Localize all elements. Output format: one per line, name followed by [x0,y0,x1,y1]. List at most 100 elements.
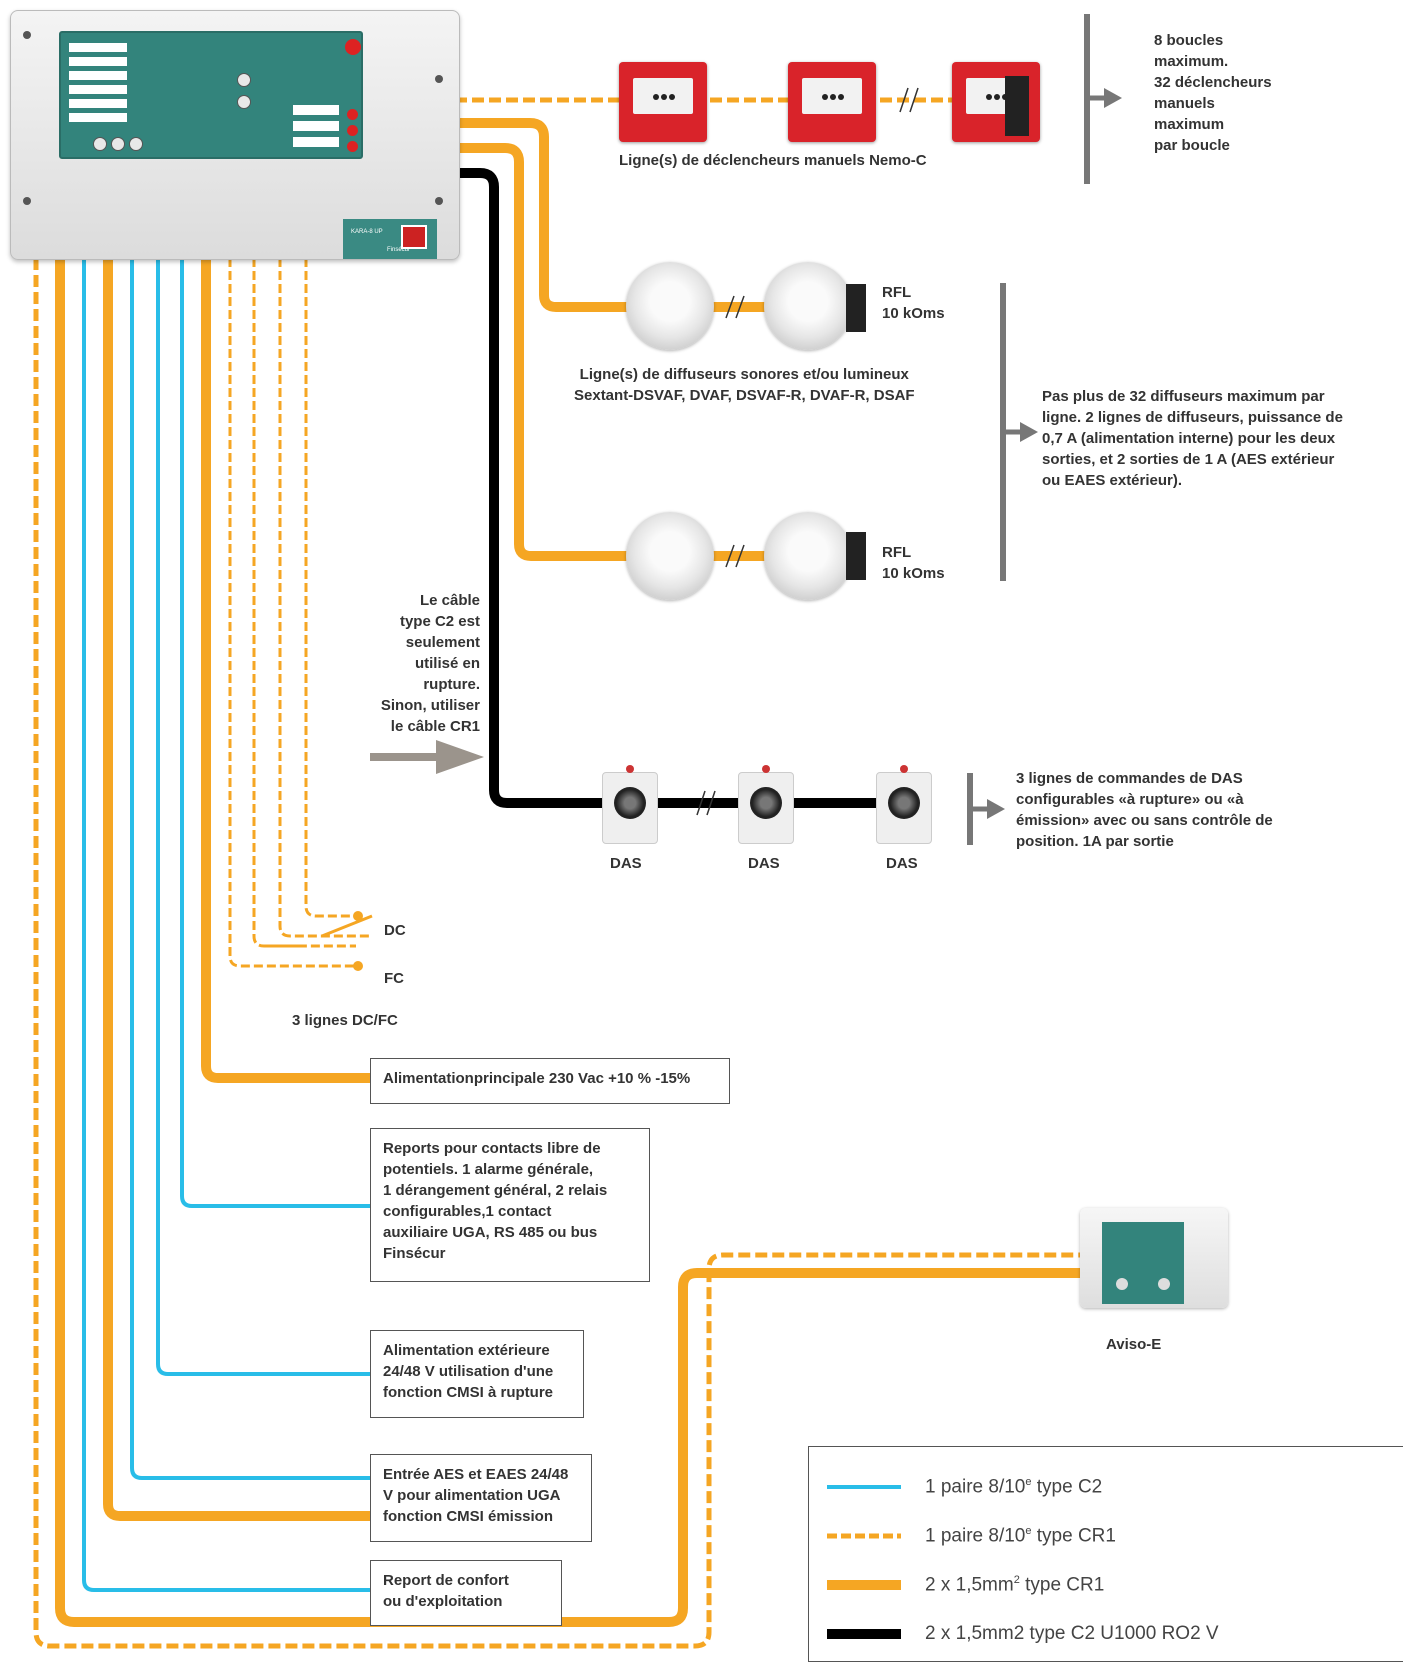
legend-text: 1 paire 8/10e type CR1 [925,1524,1116,1547]
relays-line: configurables,1 contact [383,1203,552,1220]
panel-alarm-led [345,39,361,55]
legend: 1 paire 8/10e type C2 1 paire 8/10e type… [808,1446,1403,1662]
sounder-line-label: Ligne(s) de diffuseurs sonores et/ou lum… [574,364,915,406]
legend-swatch-orange-solid [827,1580,901,1590]
aviso-face [1102,1222,1184,1304]
sounder-line-label-text: Ligne(s) de diffuseurs sonores et/ou lum… [579,366,909,383]
aviso-label: Aviso-E [1106,1336,1162,1353]
rfl-label-2: RFL 10 kOms [882,542,945,584]
screw-icon [435,75,443,83]
manual-call-point [788,62,876,142]
relays-line: potentiels. 1 alarme générale, [383,1161,594,1178]
das-knob-icon [888,787,920,819]
wire-comfort [82,258,370,1592]
rfl-label-1: RFL 10 kOms [882,282,945,324]
sounder-note-line: sorties, et 2 sorties de 1 A (AES extéri… [1042,451,1335,468]
panel-display [293,105,339,115]
wire-aes-orange [103,258,370,1521]
ext-power-line: 24/48 V utilisation d'une [383,1363,554,1380]
aes-box: Entrée AES et EAES 24/48 V pour alimenta… [370,1454,592,1542]
arrowhead-c2-note [436,740,484,774]
wire-aes-blue [130,258,370,1480]
loops-note-line: maximum. [1154,53,1229,70]
panel-display [293,121,339,131]
screw-icon [23,197,31,205]
rfl-value-text: 10 kOms [882,565,945,582]
wire-dcfc-3 [278,258,370,938]
c2-note-line: type C2 est [399,613,480,630]
das-device [876,765,932,844]
loops-note-line: par boucle [1154,137,1230,154]
panel-display [293,137,339,147]
wire-aviso-dashed [33,258,1080,1649]
wire-das-line [455,168,880,808]
das-note-line: 3 lignes de commandes de DAS [1016,770,1243,787]
rfl-resistor [846,532,866,580]
fire-control-panel: KARA-8 UP Finsécur [10,10,460,260]
panel-led [347,125,358,136]
mcp-face [802,78,862,114]
rfl-resistor [846,284,866,332]
das-note-line: émission» avec ou sans contrôle de [1016,812,1273,829]
ext-power-line: fonction CMSI à rupture [383,1384,553,1401]
wire-dcfc-1 [228,258,356,968]
dcfc-label: 3 lignes DC/FC [292,1012,398,1029]
das-label: DAS [610,855,642,872]
wire-sounder-line-1 [455,118,780,312]
panel-label-slot [69,57,127,66]
loops-note-line: 32 déclencheurs [1154,74,1272,91]
panel-logo-icon [401,225,427,249]
panel-label-slot [69,71,127,80]
dc-contact-dot [353,911,363,921]
legend-swatch-black [827,1629,901,1639]
break-mark-sounder-1 [725,295,745,319]
arrowhead-sounder [1020,422,1038,442]
wire-relays [180,258,370,1208]
panel-button [237,73,251,87]
rfl-value-text: 10 kOms [882,305,945,322]
panel-button [237,95,251,109]
panel-model-tag: KARA-8 UP Finsécur [343,219,437,259]
wire-aviso-solid [55,258,1080,1627]
comfort-line: ou d'exploitation [383,1593,503,1610]
das-device [738,765,794,844]
legend-swatch-blue [827,1485,901,1489]
das-knob-icon [614,787,646,819]
arrowhead-das [987,799,1005,819]
sounder-note: Pas plus de 32 diffuseurs maximum par li… [1042,386,1343,491]
sounder-beacon [764,512,852,600]
sounder-note-line: ou EAES extérieur). [1042,472,1183,489]
panel-label-slot [69,113,127,122]
ext-power-box: Alimentation extérieure 24/48 V utilisat… [370,1330,584,1418]
wire-sounder-line-2 [455,143,780,561]
loops-note-line: maximum [1154,116,1225,133]
c2-note-line: Le câble [419,592,480,609]
panel-button [111,137,125,151]
legend-text: 1 paire 8/10e type C2 [925,1475,1103,1498]
loops-note-line: 8 boucles [1154,32,1224,49]
panel-front-face [59,31,363,159]
comfort-line: Report de confort [383,1572,509,1589]
aviso-button [1158,1278,1170,1290]
aes-line: Entrée AES et EAES 24/48 [383,1466,569,1483]
panel-brand-label: Finsécur [387,247,411,253]
legend-text: 2 x 1,5mm2 type C2 U1000 RO2 V [925,1623,1219,1644]
sounder-beacon [626,262,714,350]
wire-ext-power [156,258,370,1376]
screw-icon [435,197,443,205]
c2-cable-note: Le câble type C2 est seulement utilisé e… [330,590,480,737]
aviso-button [1116,1278,1128,1290]
main-power-box: Alimentationprincipale 230 Vac +10 % -15… [370,1058,730,1104]
das-device [602,765,658,844]
c2-note-line: seulement [405,634,480,651]
panel-button [129,137,143,151]
manual-call-point [619,62,707,142]
mcp-face [633,78,693,114]
sounder-line-label-text: Sextant-DSVAF, DVAF, DSVAF-R, DVAF-R, DS… [574,387,915,404]
relays-line: auxiliaire UGA, RS 485 ou bus [383,1224,598,1241]
ext-power-line: Alimentation extérieure [383,1342,550,1359]
relays-box: Reports pour contacts libre de potentiel… [370,1128,650,1282]
rfl-label-text: RFL [882,284,912,301]
aes-line: V pour alimentation UGA [383,1487,561,1504]
